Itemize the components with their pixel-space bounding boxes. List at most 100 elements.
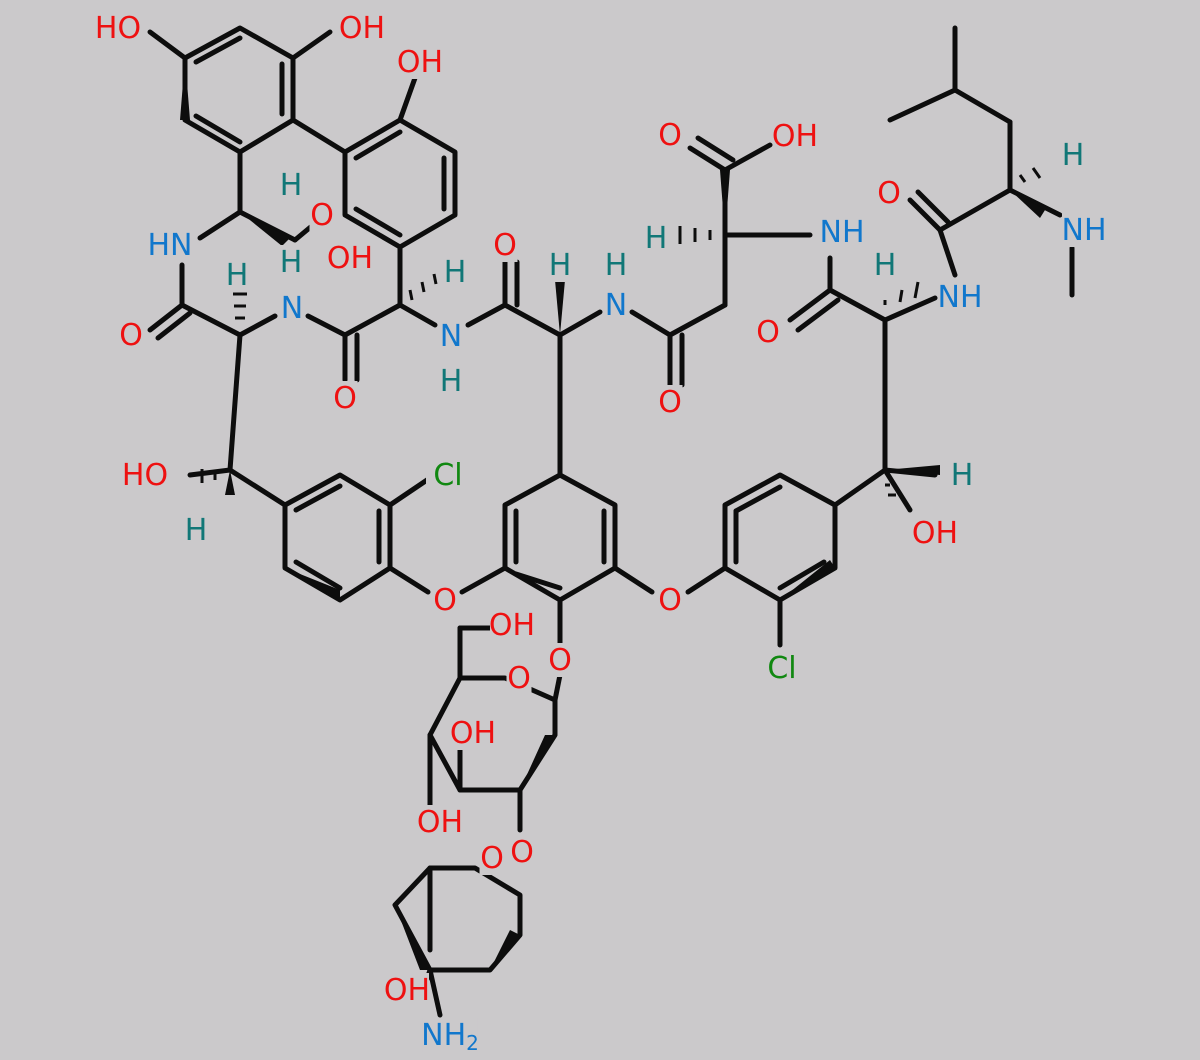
bond: [887, 87, 958, 123]
atom-label-text: O: [333, 381, 357, 416]
label-backdrop: [876, 176, 902, 210]
wedge-bond: [395, 905, 430, 970]
atom-symbol: OH: [417, 805, 463, 840]
atom-label-text: Cl: [433, 458, 462, 493]
atom-label-h-5: H: [438, 364, 464, 399]
atom-label-o-1: O: [118, 318, 144, 353]
atom-symbol: OH: [397, 45, 443, 80]
atom-label-o-ring1: O: [506, 661, 532, 696]
atom-symbol: O: [493, 228, 517, 263]
bond-ring-e: [722, 472, 838, 603]
atom-label-text: H: [440, 364, 463, 399]
atom-label-oh-a: OH: [339, 11, 385, 46]
hash-bond: [432, 273, 438, 285]
label-backdrop: [643, 221, 669, 255]
label-backdrop: [603, 288, 629, 322]
hash-bond: [1018, 174, 1027, 183]
atom-label-oh-acid1: OH: [327, 241, 373, 276]
atom-symbol: OH: [772, 119, 818, 154]
atom-label-o-6: O: [876, 176, 902, 211]
bond: [227, 332, 243, 473]
atom-label-h-9: H: [872, 248, 898, 283]
atom-label-text: O: [510, 835, 534, 870]
atom-label-text: N: [605, 288, 627, 323]
label-backdrop: [451, 716, 495, 750]
atom-label-ho-b: HO: [122, 458, 168, 493]
atom-symbol: NH: [938, 280, 983, 315]
atom-symbol: O: [658, 385, 682, 420]
atom-symbol: H: [874, 248, 897, 283]
label-backdrop: [506, 661, 532, 695]
bond: [907, 197, 943, 233]
label-backdrop: [96, 11, 140, 45]
bond: [187, 467, 233, 478]
atom-symbol: H: [605, 248, 628, 283]
atom-label-text: O: [119, 318, 143, 353]
atom-symbol: O: [548, 643, 572, 678]
atom-symbol: Cl: [433, 458, 462, 493]
bond-ring-a-inner: [193, 35, 243, 65]
atom-symbol: O: [658, 583, 682, 618]
atom-label-h-8: H: [643, 221, 669, 256]
label-backdrop: [547, 643, 573, 677]
bond: [722, 142, 773, 173]
atom-symbol: O: [310, 198, 334, 233]
label-backdrop: [432, 583, 458, 617]
atom-label-o-5: O: [755, 315, 781, 350]
atom-label-text: H: [185, 513, 208, 548]
atom-label-text: OH: [489, 608, 535, 643]
atom-label-cl-1: Cl: [426, 458, 470, 493]
atom-label-h-6: H: [547, 248, 573, 283]
bond-ring-d: [502, 472, 618, 603]
bond: [387, 565, 431, 595]
atom-symbol: H: [444, 255, 467, 290]
atom-symbol: O: [877, 176, 901, 211]
atom-label-text: HO: [122, 458, 168, 493]
bond: [305, 313, 348, 338]
hash-bond: [420, 281, 426, 293]
atom-symbol: H: [280, 245, 303, 280]
bond: [937, 227, 958, 278]
bond-ring-c: [282, 472, 393, 603]
atom-symbol: HO: [95, 11, 141, 46]
atom-label-oh-f: OH: [417, 805, 463, 840]
wedge-bond: [225, 470, 235, 495]
atom-symbol: H: [440, 364, 463, 399]
atom-label-oh-b: OH: [397, 45, 443, 80]
bond: [915, 189, 951, 225]
label-backdrop: [438, 319, 464, 353]
atom-symbol: O: [507, 661, 531, 696]
bond: [687, 145, 728, 173]
atom-label-text: H: [280, 168, 303, 203]
wedge-bond: [490, 930, 520, 970]
bond: [832, 467, 888, 508]
bond: [502, 302, 563, 338]
hash-bond: [913, 281, 920, 299]
atom-symbol: H: [951, 458, 974, 493]
atom-label-oh-g: OH: [384, 973, 430, 1008]
atom-label-text: O: [877, 176, 901, 211]
label-backdrop: [279, 291, 305, 325]
atom-label-nh-3: NH: [1062, 213, 1107, 248]
atom-symbol: OH: [384, 973, 430, 1008]
atom-label-nh-1: NH: [820, 215, 865, 250]
atom-symbol: O: [510, 835, 534, 870]
atom-label-text: O: [756, 315, 780, 350]
atom-label-text: OH: [339, 11, 385, 46]
atom-label-o-ring2: O: [479, 841, 505, 876]
bond: [629, 309, 673, 338]
label-backdrop: [657, 385, 683, 419]
bond: [795, 297, 841, 333]
bond: [197, 209, 243, 241]
atom-label-cl-2: Cl: [760, 651, 804, 686]
label-backdrop: [603, 248, 629, 282]
wedge-bond: [285, 568, 340, 600]
atom-symbol: OH: [489, 608, 535, 643]
wedge-bond: [555, 280, 565, 335]
atom-label-text: O: [507, 661, 531, 696]
atom-label-ho-a: HO: [95, 11, 141, 46]
atom-label-o-acid2: O: [657, 118, 683, 153]
label-backdrop: [442, 255, 468, 289]
atom-label-text: HO: [95, 11, 141, 46]
